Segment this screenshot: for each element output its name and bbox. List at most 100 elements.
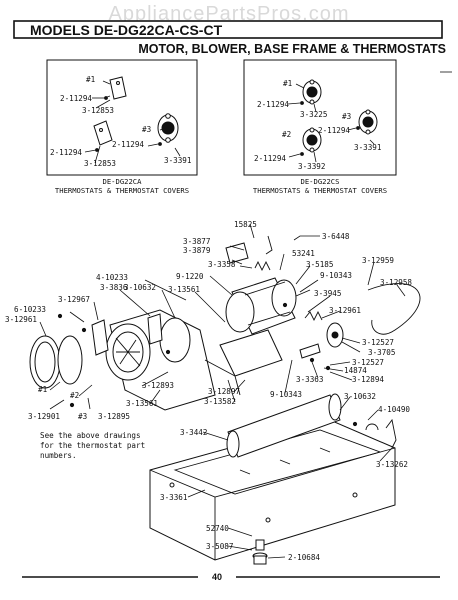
- callout-14: 3-13561: [168, 285, 200, 294]
- label-l-3: 3-12853: [82, 106, 114, 115]
- label-l-1: #1: [86, 75, 96, 84]
- callout-34: 3-12901: [28, 412, 60, 421]
- callout-23: 3-12527: [352, 358, 384, 367]
- callout-1: 15825: [234, 220, 257, 229]
- callout-5: 53241: [292, 249, 315, 258]
- switch-clip: [365, 423, 379, 431]
- callout-39: 3-3442: [180, 428, 207, 437]
- callout-27: 3-12893: [142, 381, 174, 390]
- callout-43: 3-5087: [206, 542, 233, 551]
- label-r-1: #1: [283, 79, 293, 88]
- callout-33: 3-10632: [344, 392, 376, 401]
- callout-12: 3-3836: [100, 283, 128, 292]
- note-line-1: See the above drawings: [40, 431, 141, 440]
- idler-spring: [304, 310, 323, 322]
- callout-11: 9-10343: [320, 271, 352, 280]
- motor: [225, 277, 311, 335]
- motor-spring: [254, 260, 271, 272]
- label-l-7: 2-11294: [50, 148, 82, 157]
- leveling-leg: [252, 539, 268, 565]
- exploded-drawing: [29, 223, 421, 565]
- label-r-2: 2-11294: [257, 100, 289, 109]
- callout-13: 3-10632: [124, 283, 156, 292]
- inset-left-box: #1 2-11294 3-12853 #3 2-11294 3-3391 2-1…: [46, 59, 198, 176]
- exhaust-duct: [226, 393, 342, 458]
- screws-r: [287, 83, 375, 163]
- section-subtitle: MOTOR, BLOWER, BASE FRAME & THERMOSTATS: [138, 42, 446, 56]
- label-l-2: 2-11294: [60, 94, 92, 103]
- callout-17: 3-12967: [58, 295, 90, 304]
- label-r-7: 3-3391: [354, 143, 382, 152]
- callout-29: #1: [38, 385, 48, 394]
- screws: [84, 80, 181, 164]
- label-r-4: #3: [342, 112, 351, 121]
- inset-right-box: #1 2-11294 3-3225 #3 2-11294 #2 3-3391 2…: [243, 59, 397, 176]
- note-line-3: numbers.: [40, 451, 77, 460]
- callout-3: 3-3877: [183, 237, 210, 246]
- callout-10: 9-1220: [176, 272, 204, 281]
- callout-7: 3-5185: [306, 260, 333, 269]
- callout-24: 14874: [344, 366, 367, 375]
- callout-16: 3-12958: [380, 278, 412, 287]
- door-switch: [385, 418, 397, 449]
- callout-6: 3-3358: [208, 260, 236, 269]
- thermostat-3: [157, 113, 179, 143]
- callout-22: 3-3705: [368, 348, 395, 357]
- callout-26: 3-3363: [296, 375, 323, 384]
- callout-31: 3-13561: [126, 399, 158, 408]
- callout-8: 3-12959: [362, 256, 394, 265]
- model-header-box: [13, 20, 443, 39]
- switch-bracket: [225, 242, 249, 264]
- callout-20: 3-12961: [5, 315, 37, 324]
- thermostat-1: [302, 79, 322, 105]
- bracket-mid: [147, 313, 163, 345]
- label-l-4: #3: [142, 125, 151, 134]
- callout-30: #2: [70, 391, 79, 400]
- label-r-3: 3-3225: [300, 110, 327, 119]
- label-l-5: 2-11294: [112, 140, 144, 149]
- model-title: MODELS DE-DG22CA-CS-CT: [30, 22, 223, 38]
- callout-4: 3-3879: [183, 246, 211, 255]
- caption-right-desc: THERMOSTATS & THERMOSTAT COVERS: [253, 186, 387, 195]
- thermostat-cover-1: [109, 76, 127, 100]
- callout-35: #3: [78, 412, 87, 421]
- caption-right-model: DE-DG22CS: [301, 177, 340, 186]
- callout-37: 3-13582: [204, 397, 236, 406]
- label-r-9: 3-3392: [298, 162, 325, 171]
- callout-15: 3-3945: [314, 289, 341, 298]
- note-line-2: for the thermostat part: [40, 441, 145, 450]
- idler-arm: [299, 343, 321, 359]
- front-seal-ring: [29, 335, 83, 389]
- motor-mount: [219, 329, 283, 377]
- callout-19: 6-10233: [14, 305, 46, 314]
- label-l-8: 3-12853: [84, 159, 116, 168]
- callout-labels: 15825 3-6448 3-3877 3-3879 53241 3-3358 …: [5, 220, 412, 562]
- callout-18: 3-12961: [329, 306, 361, 315]
- drum-pulley: [326, 322, 344, 348]
- thermostat-cover-2: [93, 120, 113, 146]
- leader-lines: [39, 223, 406, 559]
- bracket-left: [91, 319, 109, 356]
- callout-42: 52740: [206, 524, 229, 533]
- callout-32: 9-10343: [270, 390, 302, 399]
- callout-38: 4-10490: [378, 405, 410, 414]
- callout-41: 3-3361: [160, 493, 188, 502]
- page-number: 40: [212, 572, 222, 582]
- label-r-5: 2-11294: [318, 126, 350, 135]
- label-r-8: 2-11294: [254, 154, 286, 163]
- caption-left-desc: THERMOSTATS & THERMOSTAT COVERS: [55, 186, 189, 195]
- label-r-6: #2: [282, 130, 291, 139]
- watermark: AppliancePartsPros.com: [109, 3, 350, 25]
- callout-21: 3-12527: [362, 338, 394, 347]
- caption-left-model: DE-DG22CA: [103, 177, 143, 186]
- callout-40: 3-13262: [376, 460, 408, 469]
- callout-2: 3-6448: [322, 232, 350, 241]
- callout-44: 2-10684: [288, 553, 320, 562]
- callout-36: 3-12895: [98, 412, 130, 421]
- callout-25: 3-12894: [352, 375, 384, 384]
- callout-9: 4-10233: [96, 273, 128, 282]
- thermostat-3-r: [358, 109, 378, 135]
- callout-28: 3-12897: [208, 387, 240, 396]
- blower-housing: [105, 309, 216, 411]
